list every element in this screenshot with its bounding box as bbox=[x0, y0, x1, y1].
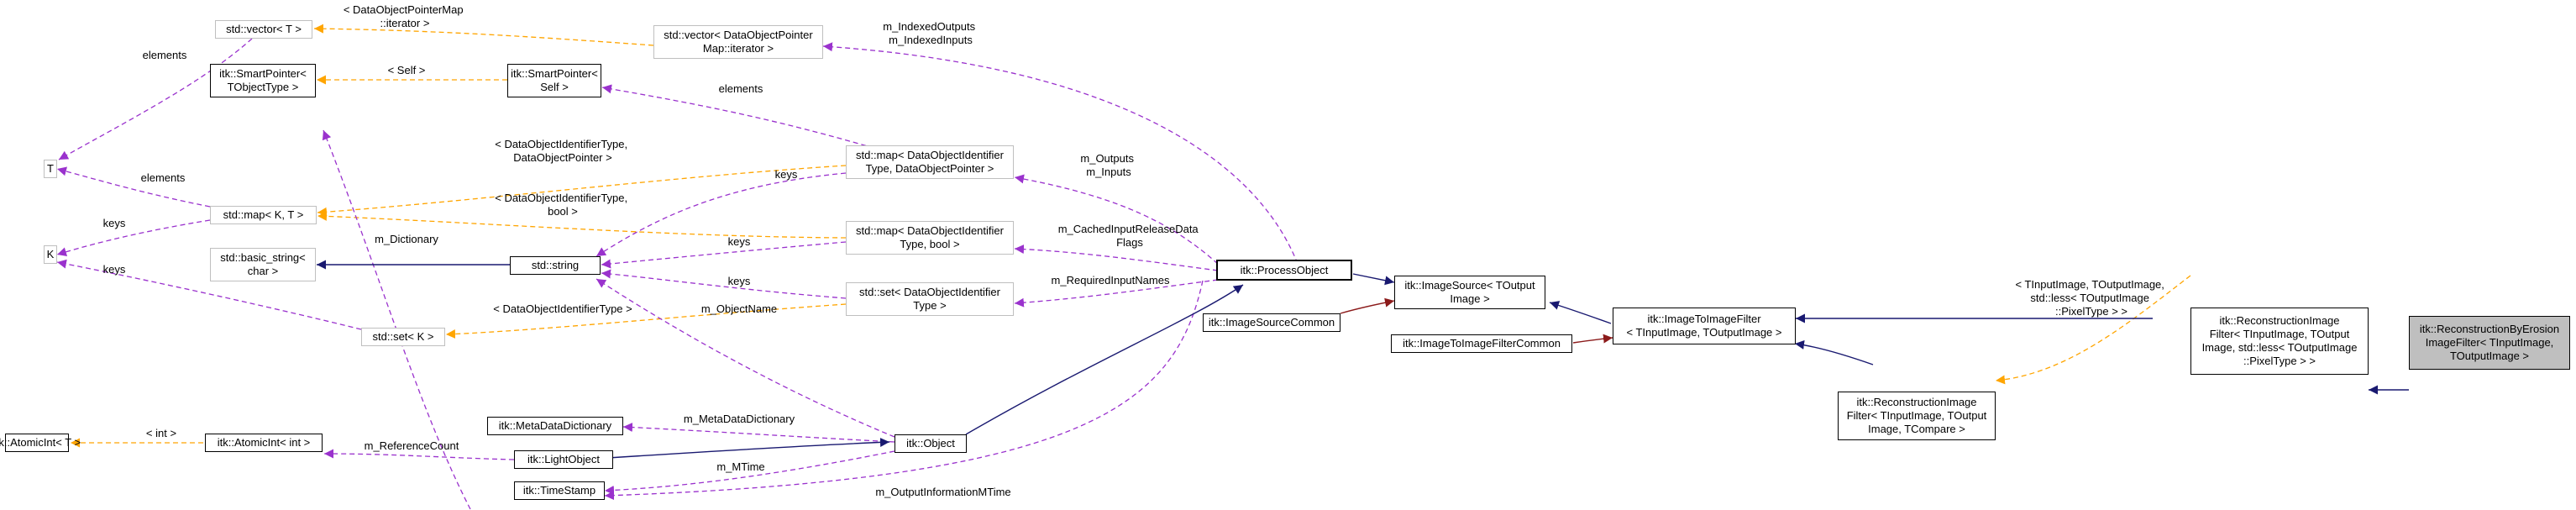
edge-metadata-to-map-KT bbox=[322, 129, 471, 510]
edge-label-self: < Self > bbox=[388, 64, 426, 76]
edge-map-doi-bool-to-string bbox=[601, 241, 847, 269]
edge-label-doi-bool: < DataObjectIdentifierType, bool > bbox=[495, 192, 631, 218]
edge-processobject-to-vector-dop bbox=[822, 42, 1298, 265]
node-std-set-doi[interactable]: std::set< DataObjectIdentifier Type > bbox=[846, 282, 1014, 316]
edge-set-doi-to-string bbox=[601, 269, 847, 299]
edge-object-to-string bbox=[595, 278, 895, 438]
edge-set-doi-to-set-K bbox=[445, 303, 847, 339]
edge-processobject-to-set-doi bbox=[1014, 279, 1219, 308]
node-object[interactable]: itk::Object bbox=[895, 434, 967, 453]
edge-imagetoimagefiltercommon-to-imagetoimagefilter bbox=[1572, 334, 1613, 344]
edge-vector-dop-to-vector-T bbox=[313, 24, 654, 46]
edge-vector-T-to-T bbox=[58, 38, 253, 160]
node-std-string[interactable]: std::string bbox=[510, 256, 601, 275]
edge-label-doi-dop: < DataObjectIdentifierType, DataObjectPo… bbox=[495, 138, 631, 164]
node-imagetoimagefiltercommon[interactable]: itk::ImageToImageFilterCommon bbox=[1391, 334, 1572, 353]
node-imagesource[interactable]: itk::ImageSource< TOutput Image > bbox=[1394, 276, 1545, 309]
edge-label-metadata: m_MetaDataDictionary bbox=[684, 413, 795, 425]
edge-label-cached: m_CachedInputReleaseData Flags bbox=[1058, 223, 1202, 249]
edge-label-keys-map-dop: keys bbox=[775, 168, 798, 181]
edge-object-to-processobject bbox=[965, 284, 1244, 435]
edge-label-indexed: m_IndexedOutputs m_IndexedInputs bbox=[883, 20, 978, 46]
edge-label-pixeltype-args: < TInputImage, TOutputImage, std::less< … bbox=[2015, 278, 2167, 318]
edge-label-int: < int > bbox=[146, 427, 176, 439]
edge-label-dop-map-iterator: < DataObjectPointerMap ::iterator > bbox=[344, 3, 466, 29]
edge-object-to-timestamp bbox=[604, 450, 895, 495]
edge-imagetoimagefilter-to-recon-tcompare bbox=[1794, 339, 1874, 365]
node-imagesourcecommon[interactable]: itk::ImageSourceCommon bbox=[1203, 313, 1340, 332]
edge-lightobject-to-object bbox=[607, 437, 890, 459]
edge-recon-less-to-recon-tcompare bbox=[1995, 275, 2191, 385]
edge-label-elements-top: elements bbox=[143, 49, 187, 61]
edge-label-keys-K: keys bbox=[103, 217, 126, 229]
edge-map-KT-to-T bbox=[56, 166, 211, 208]
edge-set-K-to-K bbox=[56, 259, 362, 330]
edge-imagesourcecommon-to-imagesource bbox=[1340, 297, 1395, 314]
node-lightobject[interactable]: itk::LightObject bbox=[514, 450, 613, 469]
node-atomicint-int[interactable]: itk::AtomicInt< int > bbox=[205, 434, 323, 452]
edge-label-outputs-inputs: m_Outputs m_Inputs bbox=[1080, 152, 1136, 178]
node-smartpointer-tobjecttype[interactable]: itk::SmartPointer< TObjectType > bbox=[210, 64, 316, 97]
node-smartpointer-self[interactable]: itk::SmartPointer< Self > bbox=[507, 64, 601, 97]
node-processobject[interactable]: itk::ProcessObject bbox=[1216, 260, 1352, 281]
node-timestamp[interactable]: itk::TimeStamp bbox=[514, 481, 605, 500]
edge-label-doi-type: < DataObjectIdentifierType > bbox=[493, 302, 632, 315]
node-K[interactable]: K bbox=[44, 245, 57, 264]
edge-processobject-to-map-doi-bool bbox=[1014, 244, 1219, 271]
edge-label-mtime: m_MTime bbox=[716, 460, 764, 473]
node-std-basic-string[interactable]: std::basic_string< char > bbox=[210, 248, 316, 281]
edge-label-keys-map-bool: keys bbox=[728, 235, 751, 248]
edge-label-keys-set-K: keys bbox=[103, 263, 126, 276]
edge-processobject-to-map-doi-dop bbox=[1014, 174, 1219, 265]
edge-label-refcount: m_ReferenceCount bbox=[365, 439, 459, 452]
edge-label-keys-set: keys bbox=[728, 275, 751, 287]
node-imagetoimagefilter[interactable]: itk::ImageToImageFilter < TInputImage, T… bbox=[1613, 308, 1796, 344]
edge-map-doi-dop-to-string bbox=[595, 172, 847, 257]
node-T[interactable]: T bbox=[44, 160, 57, 178]
edge-map-doi-bool-to-map-KT bbox=[317, 211, 847, 239]
node-std-map-doi-dop[interactable]: std::map< DataObjectIdentifier Type, Dat… bbox=[846, 145, 1014, 179]
edge-map-doi-dop-to-map-KT bbox=[317, 165, 847, 217]
edge-label-required: m_RequiredInputNames bbox=[1052, 274, 1170, 287]
node-reconstruction-tcompare[interactable]: itk::ReconstructionImage Filter< TInputI… bbox=[1838, 392, 1996, 440]
node-reconstruction-by-erosion[interactable]: itk::ReconstructionByErosion ImageFilter… bbox=[2409, 316, 2570, 370]
node-std-set-K[interactable]: std::set< K > bbox=[361, 328, 445, 346]
edge-imagesource-to-imagetoimagefilter bbox=[1549, 301, 1612, 324]
node-std-map-KT[interactable]: std::map< K, T > bbox=[210, 206, 317, 224]
edge-label-dictionary: m_Dictionary bbox=[375, 233, 438, 245]
edge-label-elements-map: elements bbox=[141, 171, 186, 184]
node-metadatadictionary[interactable]: itk::MetaDataDictionary bbox=[487, 417, 623, 435]
edge-label-elements-smartptr: elements bbox=[719, 82, 763, 95]
edge-label-output-info-mtime: m_OutputInformationMTime bbox=[875, 486, 1010, 498]
edge-lightobject-to-atomicint-int bbox=[323, 449, 515, 460]
edge-map-KT-to-K bbox=[56, 219, 211, 257]
edge-map-dop-to-smartptr-self bbox=[601, 84, 891, 154]
edge-label-objectname: m_ObjectName bbox=[701, 302, 777, 315]
edge-processobject-to-imagesource bbox=[1352, 273, 1395, 286]
edge-processobject-to-timestamp bbox=[604, 280, 1204, 501]
node-std-vector-dataobjectpointer[interactable]: std::vector< DataObjectPointer Map::iter… bbox=[653, 25, 823, 59]
node-atomicint-T[interactable]: itk::AtomicInt< T > bbox=[0, 434, 81, 452]
edge-object-to-metadata bbox=[622, 423, 895, 443]
node-std-vector-T[interactable]: std::vector< T > bbox=[215, 20, 312, 39]
node-reconstruction-less[interactable]: itk::ReconstructionImage Filter< TInputI… bbox=[2190, 308, 2369, 375]
node-std-map-doi-bool[interactable]: std::map< DataObjectIdentifier Type, boo… bbox=[846, 221, 1014, 255]
